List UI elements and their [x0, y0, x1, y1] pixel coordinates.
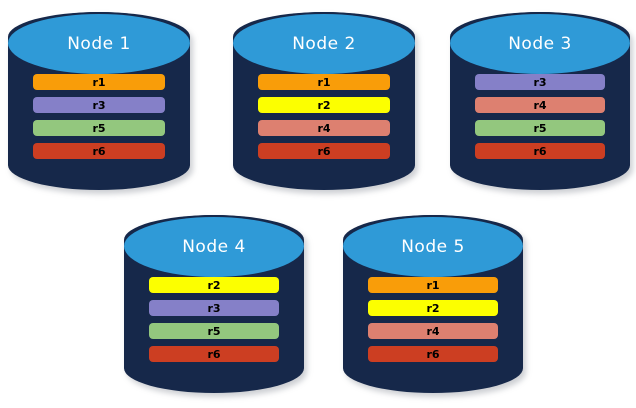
replica-label: r2 — [426, 301, 440, 315]
replica-label: r6 — [426, 347, 440, 361]
node-label: Node 2 — [292, 34, 356, 54]
replica-bar-r2[interactable]: r2 — [368, 300, 498, 316]
replica-label: r6 — [207, 347, 221, 361]
replica-label: r2 — [207, 278, 221, 292]
replica-label: r1 — [92, 75, 106, 89]
replica-label: r6 — [317, 144, 331, 158]
replica-label: r2 — [317, 98, 331, 112]
database-node-1[interactable]: Node 1 r1 r3 r5 r6 — [8, 12, 193, 194]
database-node-3[interactable]: Node 3 r3 r4 r5 r6 — [450, 12, 633, 194]
replica-label: r1 — [317, 75, 331, 89]
replica-bar-r6[interactable]: r6 — [258, 143, 390, 159]
replica-bar-r4[interactable]: r4 — [368, 323, 498, 339]
replica-bar-r6[interactable]: r6 — [475, 143, 605, 159]
replica-label: r1 — [426, 278, 440, 292]
replica-label: r5 — [207, 324, 221, 338]
node-label: Node 4 — [182, 237, 246, 257]
replica-bar-r4[interactable]: r4 — [258, 120, 390, 136]
database-node-2[interactable]: Node 2 r1 r2 r4 r6 — [233, 12, 418, 194]
replica-list: r1 r2 r4 r6 — [233, 74, 415, 159]
replica-bar-r6[interactable]: r6 — [149, 346, 279, 362]
cylinder-top-ellipse — [8, 12, 190, 74]
replica-label: r3 — [207, 301, 221, 315]
cylinder-top-ellipse — [343, 215, 523, 277]
replica-bar-r5[interactable]: r5 — [33, 120, 165, 136]
replica-bar-r2[interactable]: r2 — [258, 97, 390, 113]
replica-bar-r6[interactable]: r6 — [368, 346, 498, 362]
replica-bar-r3[interactable]: r3 — [149, 300, 279, 316]
replica-bar-r3[interactable]: r3 — [475, 74, 605, 90]
replica-list: r2 r3 r5 r6 — [124, 277, 304, 362]
replica-bar-r6[interactable]: r6 — [33, 143, 165, 159]
replica-label: r4 — [533, 98, 547, 112]
cylinder-top-ellipse — [450, 12, 630, 74]
replica-list: r3 r4 r5 r6 — [450, 74, 630, 159]
node-label: Node 1 — [67, 34, 131, 54]
replica-label: r3 — [92, 98, 106, 112]
replica-bar-r1[interactable]: r1 — [33, 74, 165, 90]
replica-list: r1 r2 r4 r6 — [343, 277, 523, 362]
replica-label: r5 — [533, 121, 547, 135]
database-node-5[interactable]: Node 5 r1 r2 r4 r6 — [343, 215, 526, 397]
replica-label: r4 — [426, 324, 440, 338]
replica-label: r5 — [92, 121, 106, 135]
replica-label: r3 — [533, 75, 547, 89]
replica-bar-r3[interactable]: r3 — [33, 97, 165, 113]
cylinder-top-ellipse — [124, 215, 304, 277]
replica-bar-r1[interactable]: r1 — [258, 74, 390, 90]
replica-label: r6 — [533, 144, 547, 158]
replica-list: r1 r3 r5 r6 — [8, 74, 190, 159]
replica-label: r6 — [92, 144, 106, 158]
replica-bar-r4[interactable]: r4 — [475, 97, 605, 113]
node-label: Node 3 — [508, 34, 572, 54]
replica-bar-r2[interactable]: r2 — [149, 277, 279, 293]
replica-bar-r1[interactable]: r1 — [368, 277, 498, 293]
replica-bar-r5[interactable]: r5 — [149, 323, 279, 339]
database-node-4[interactable]: Node 4 r2 r3 r5 r6 — [124, 215, 307, 397]
replica-bar-r5[interactable]: r5 — [475, 120, 605, 136]
replica-label: r4 — [317, 121, 331, 135]
cylinder-top-ellipse — [233, 12, 415, 74]
node-label: Node 5 — [401, 237, 465, 257]
